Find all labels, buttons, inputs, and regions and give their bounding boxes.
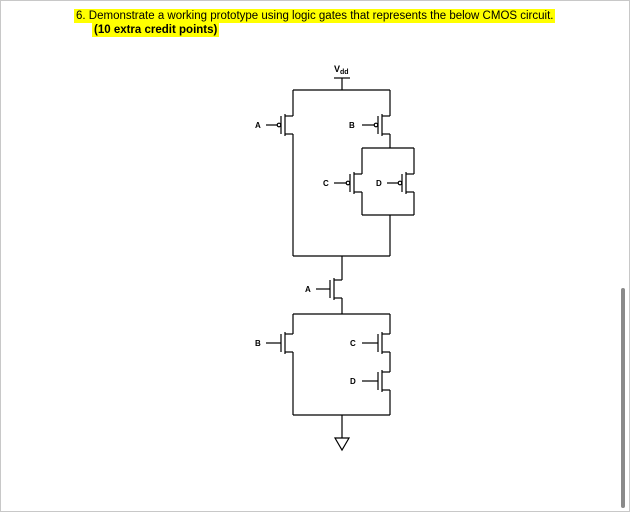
question-text: 6. Demonstrate a working prototype using… (74, 9, 556, 23)
pmos-c-transistor (334, 148, 363, 215)
extra-credit-note: (10 extra credit points) (92, 23, 220, 37)
nmos-c-transistor (362, 314, 391, 372)
nmos-b-gate-label: B (255, 339, 261, 348)
pmos-d-transistor (387, 148, 415, 215)
nmos-a-gate-label: A (305, 285, 311, 294)
vdd-label: Vdd (334, 64, 349, 76)
pmos-a-transistor (266, 90, 294, 256)
pmos-b-gate-label: B (349, 121, 355, 130)
pmos-c-gate-label: C (323, 179, 329, 188)
nmos-d-transistor (362, 370, 391, 415)
pmos-b-transistor (362, 90, 391, 148)
ground-symbol (333, 437, 351, 452)
nmos-d-gate-label: D (350, 377, 356, 386)
pmos-d-gate-label: D (376, 179, 382, 188)
pmos-a-gate-label: A (255, 121, 261, 130)
nmos-c-gate-label: C (350, 339, 356, 348)
vertical-scrollbar[interactable] (621, 288, 625, 508)
nmos-a-transistor (316, 278, 343, 314)
nmos-b-transistor (266, 314, 294, 415)
